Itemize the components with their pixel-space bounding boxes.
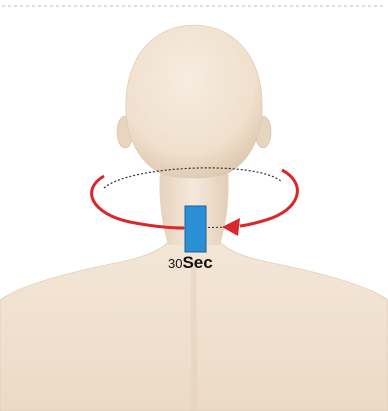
spine-shadow bbox=[193, 260, 194, 411]
neck-marker bbox=[185, 206, 206, 252]
timer-number: 30 bbox=[168, 256, 182, 271]
head bbox=[126, 25, 262, 178]
rotation-arrow-right bbox=[240, 170, 297, 226]
timer-label: 30Sec bbox=[168, 254, 228, 272]
timer-unit: Sec bbox=[182, 253, 212, 272]
